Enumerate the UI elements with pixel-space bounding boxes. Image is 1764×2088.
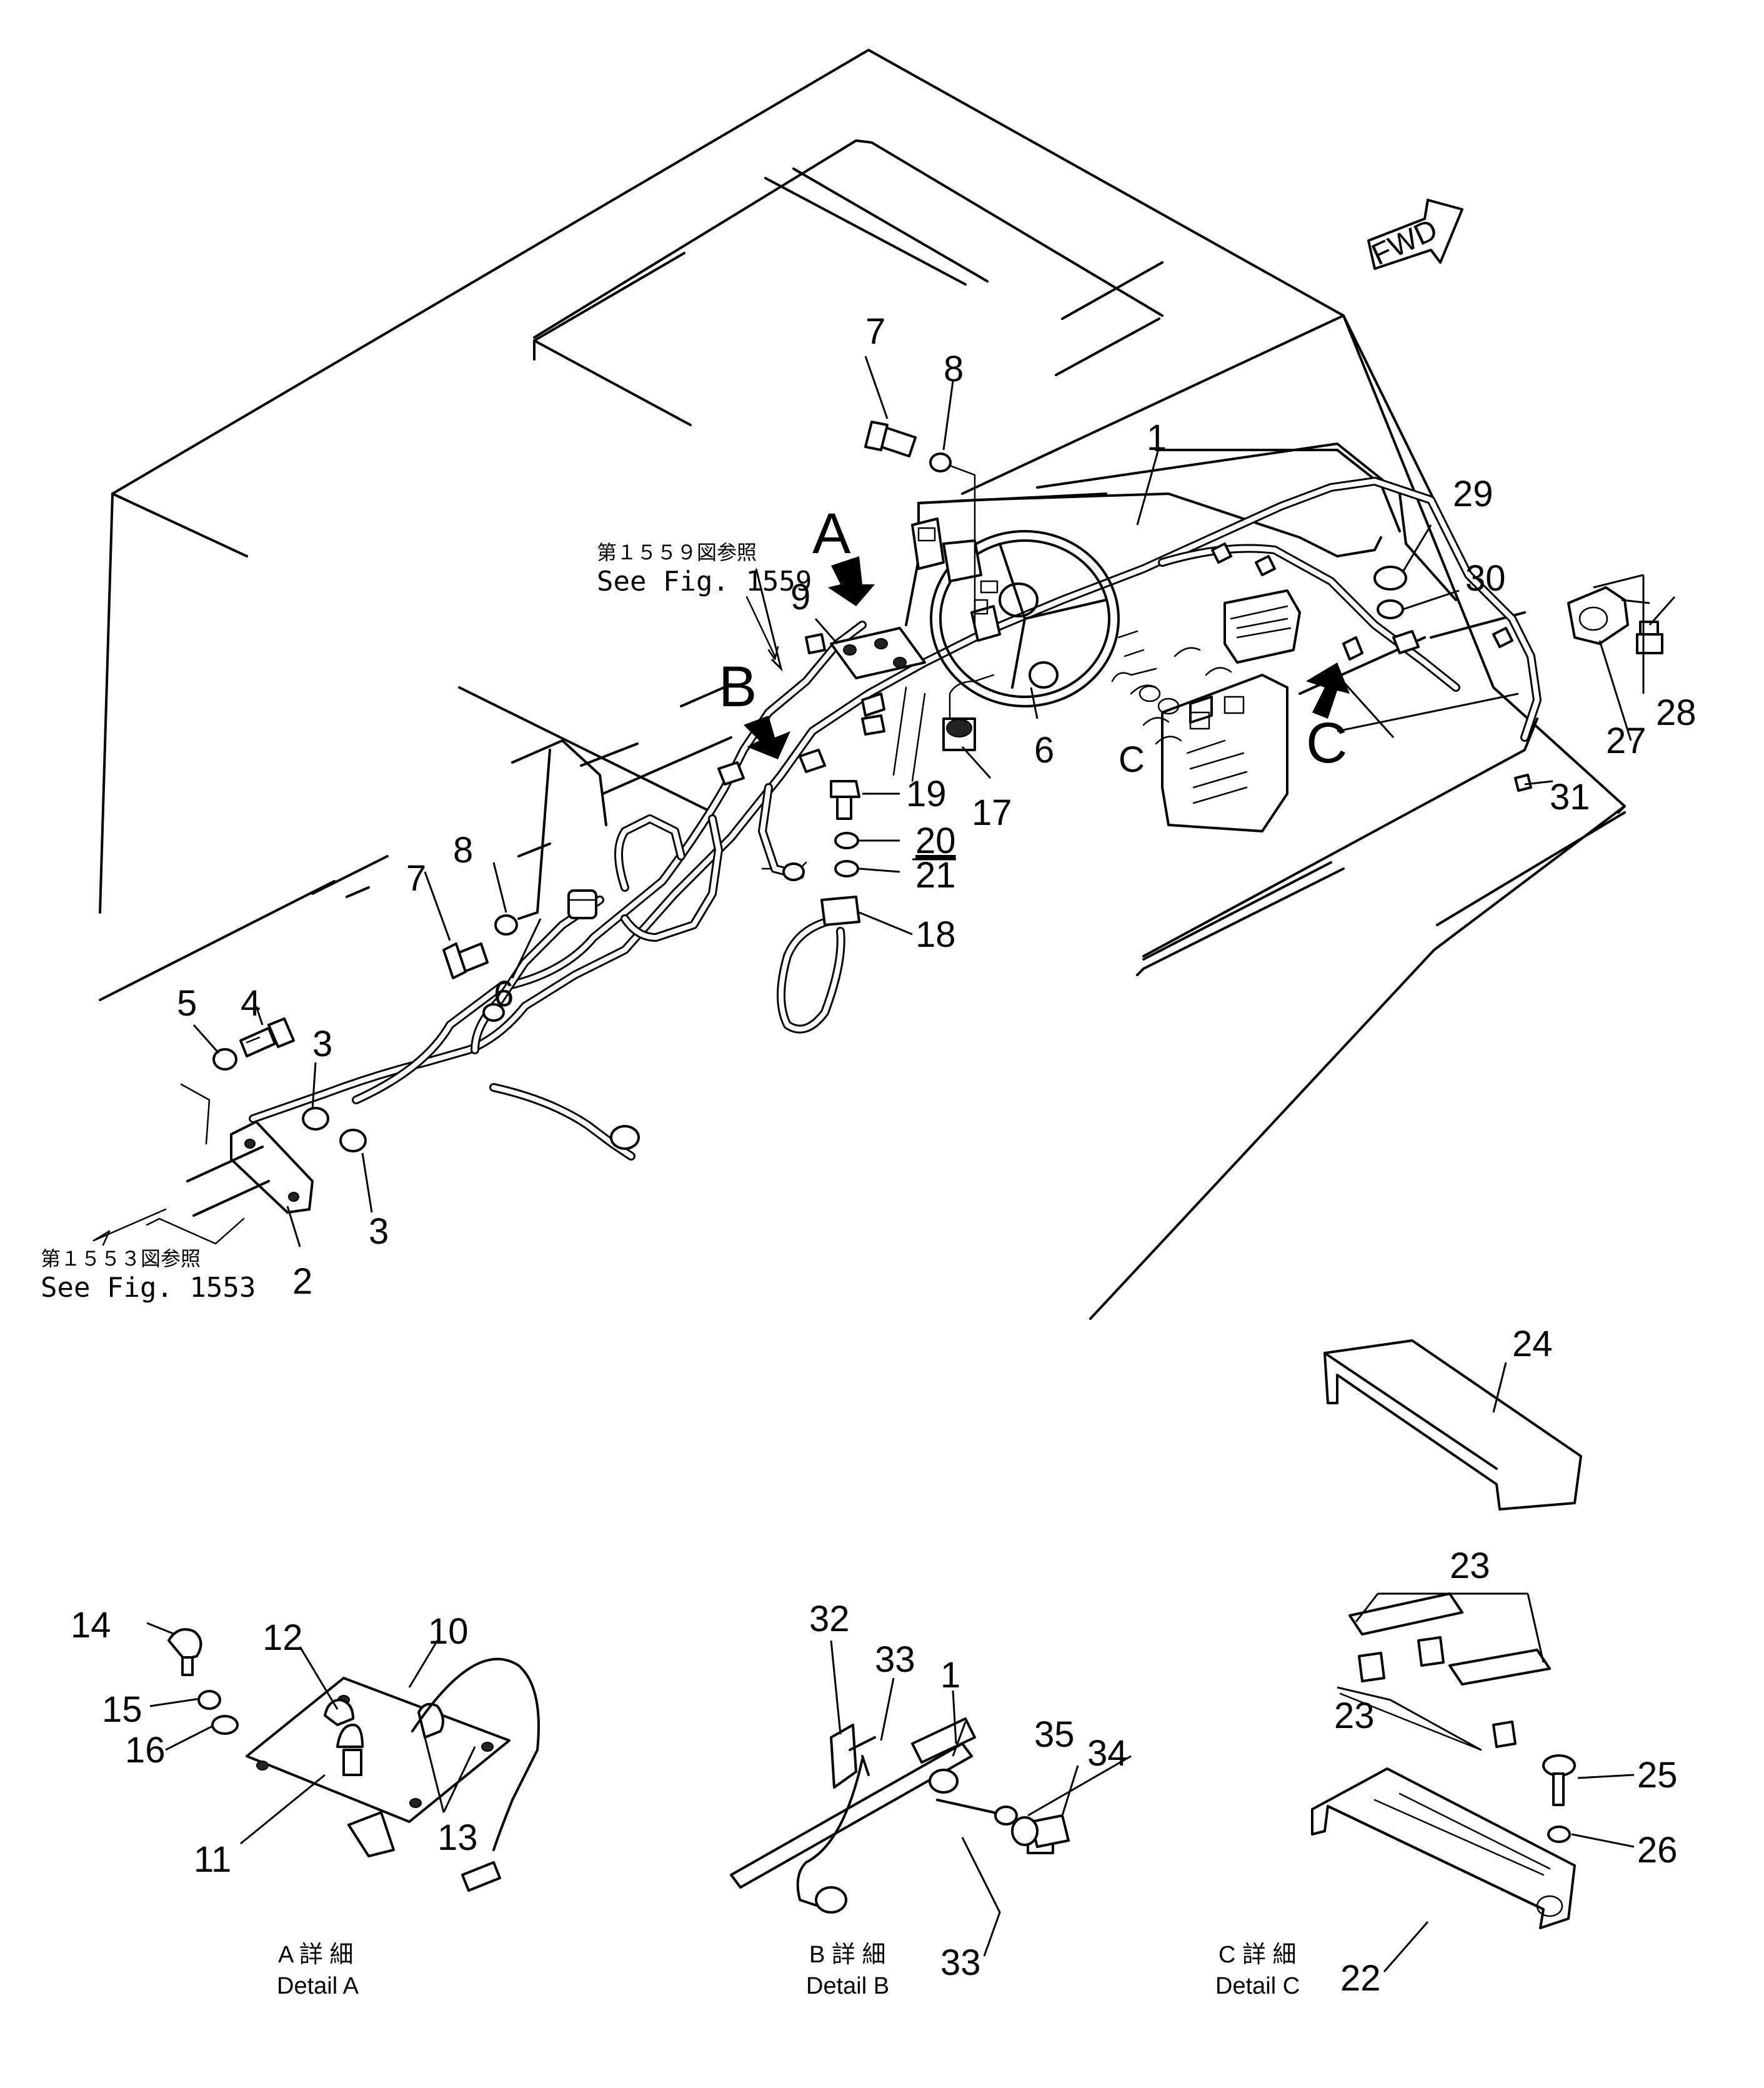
ref-1559-jp: 第１５５９図参照: [597, 541, 757, 564]
steering-wheel: [930, 530, 1120, 707]
caption-a-jp: A 詳 細: [278, 1942, 353, 1968]
view-arrow-c: [1306, 662, 1350, 719]
label-6b: 6: [1034, 730, 1054, 771]
label-8b: 8: [453, 830, 473, 871]
bolt-4: [239, 1017, 295, 1057]
detail-c-drawing: [1311, 1339, 1582, 1929]
bolt-7b: [442, 942, 489, 979]
label-4: 4: [241, 983, 261, 1024]
part-6-lower: [567, 889, 597, 919]
fwd-arrow: FWD: [1367, 199, 1463, 272]
part-labels: 1 2 3 3 4 5 6 6 7 7 8 8 9 10 11 12 13 14…: [71, 311, 1697, 1999]
label-7b: 7: [406, 858, 426, 899]
view-arrow-b: [744, 716, 790, 759]
label-23a: 23: [1450, 1546, 1490, 1586]
label-30: 30: [1465, 558, 1506, 599]
detail-a-drawing: [167, 1628, 540, 1892]
dash-panel: [717, 517, 1513, 832]
detail-letter-c: C: [1306, 711, 1347, 775]
caption-b-en: Detail B: [806, 1973, 889, 1999]
label-11: 11: [194, 1839, 231, 1880]
label-6a: 6: [494, 974, 514, 1014]
label-3a: 3: [312, 1024, 332, 1064]
label-32: 32: [809, 1599, 850, 1639]
label-33a: 33: [875, 1639, 915, 1680]
ref-1559-en: See Fig. 1559: [597, 566, 812, 597]
label-19: 19: [906, 774, 947, 814]
caption-c-en: Detail C: [1215, 1973, 1300, 1999]
label-3b: 3: [369, 1211, 389, 1252]
detail-letter-a: A: [812, 502, 851, 566]
caption-a-en: Detail A: [277, 1973, 359, 1999]
label-10: 10: [428, 1611, 469, 1652]
detail-b-drawing: [730, 1717, 1070, 1914]
label-24: 24: [1512, 1324, 1553, 1364]
detail-letter-b: B: [719, 655, 757, 719]
horn-17: [942, 674, 995, 751]
label-c-small: C: [1119, 739, 1145, 780]
bracket-plate: [146, 1083, 314, 1245]
ref-1553-jp: 第１５５３図参照: [41, 1247, 201, 1271]
detail-captions: A 詳 細 Detail A B 詳 細 Detail B C 詳 細 Deta…: [277, 1942, 1300, 1999]
leader-lines: [146, 356, 1676, 1972]
washer-30: [1377, 599, 1404, 619]
plug-end-2: [482, 1003, 505, 1022]
lamp-27: [1567, 586, 1629, 645]
grommet-3b: [339, 1129, 367, 1152]
plug-end: [610, 1125, 640, 1150]
label-18: 18: [915, 914, 956, 955]
bolt-28: [1636, 621, 1663, 654]
label-9: 9: [790, 577, 810, 617]
bolt-19: [830, 780, 860, 820]
wiring-harness: [249, 477, 1542, 1161]
washer-20: [834, 832, 859, 849]
grommet-3a: [302, 1107, 329, 1131]
svg-text:FWD: FWD: [1367, 213, 1442, 272]
washer-8b: [494, 914, 518, 936]
label-1b: 1: [940, 1655, 960, 1696]
label-28: 28: [1656, 692, 1697, 733]
label-16: 16: [125, 1730, 166, 1771]
detail-letters: A B C: [719, 502, 1347, 775]
label-5: 5: [177, 983, 197, 1024]
label-20: 20: [915, 821, 956, 861]
label-31: 31: [1550, 777, 1590, 817]
label-34: 34: [1087, 1733, 1128, 1774]
caption-b-jp: B 詳 細: [809, 1942, 885, 1968]
washer-21: [834, 860, 859, 877]
view-arrow-a: [828, 556, 875, 606]
washer-5: [212, 1048, 237, 1071]
label-2: 2: [292, 1261, 312, 1302]
label-8a: 8: [944, 349, 964, 389]
label-13: 13: [437, 1817, 478, 1858]
label-23b: 23: [1334, 1696, 1375, 1736]
label-25: 25: [1637, 1755, 1678, 1796]
figure-references: 第１５５９図参照 See Fig. 1559 第１５５３図参照 See Fig.…: [41, 541, 812, 1304]
label-35: 35: [1034, 1714, 1075, 1755]
bolt-7a: [864, 421, 917, 457]
label-7a: 7: [865, 311, 885, 352]
label-29: 29: [1453, 474, 1493, 514]
label-26: 26: [1637, 1830, 1678, 1871]
label-22: 22: [1340, 1958, 1381, 1999]
label-21: 21: [915, 855, 956, 896]
plug-end-3: [782, 862, 805, 881]
label-1: 1: [1147, 417, 1167, 458]
label-12: 12: [262, 1617, 303, 1658]
washer-29: [1373, 566, 1407, 591]
label-33b: 33: [940, 1942, 981, 1983]
label-15: 15: [102, 1689, 142, 1730]
ref-1553-en: See Fig. 1553: [41, 1272, 256, 1304]
washer-8a: [929, 452, 952, 472]
label-27: 27: [1606, 721, 1647, 761]
label-17: 17: [972, 792, 1012, 833]
clamp-18: [820, 896, 860, 926]
label-14: 14: [71, 1605, 111, 1646]
cab-outline: [99, 49, 1626, 1320]
caption-c-jp: C 詳 細: [1218, 1942, 1297, 1968]
bolt-31: [1514, 774, 1532, 792]
